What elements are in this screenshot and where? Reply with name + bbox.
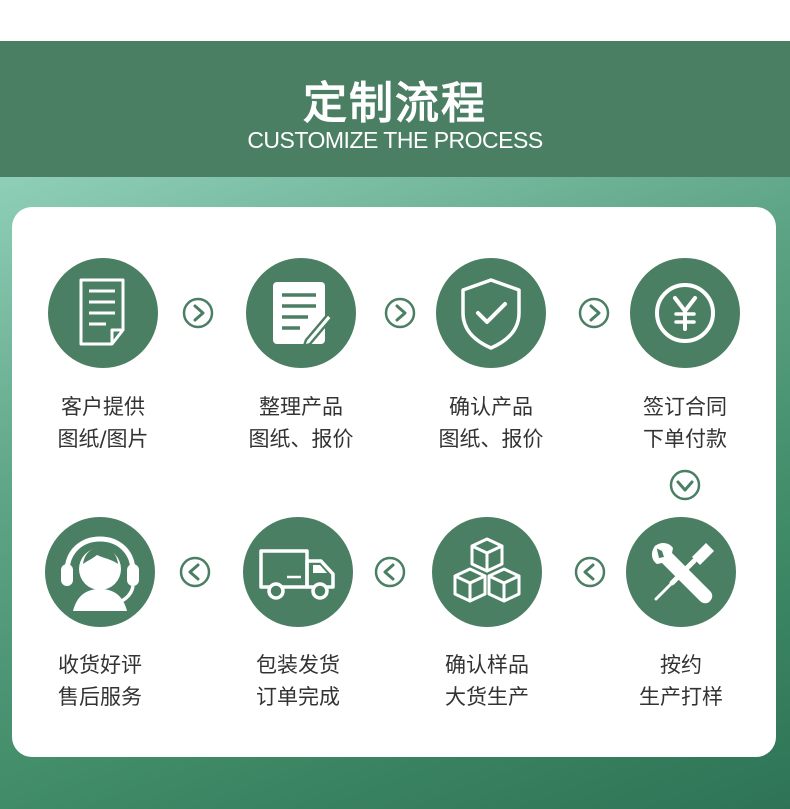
arrow-right-icon	[578, 297, 610, 329]
step-8-circle	[45, 517, 155, 627]
step-1-label: 客户提供 图纸/图片	[57, 395, 149, 451]
arrow-down-icon	[669, 469, 701, 501]
document-icon	[79, 278, 125, 346]
step-6-label: 确认样品 大货生产	[445, 653, 529, 709]
yen-coin-icon	[655, 283, 715, 343]
shield-check-icon	[461, 278, 521, 350]
step-2-label: 整理产品 图纸、报价	[248, 395, 354, 451]
arrow-left-icon	[574, 556, 606, 588]
headset-support-icon	[61, 536, 139, 611]
step-8-label: 收货好评 售后服务	[58, 653, 142, 709]
page-subtitle: CUSTOMIZE THE PROCESS	[247, 127, 543, 153]
step-1-circle	[48, 258, 158, 368]
step-4-circle	[630, 258, 740, 368]
step-5-circle	[626, 517, 736, 627]
step-7-label: 包装发货 订单完成	[256, 653, 340, 709]
arrow-right-icon	[384, 297, 416, 329]
step-7-circle	[243, 517, 353, 627]
step-3-label: 确认产品 图纸、报价	[438, 395, 544, 451]
arrow-left-icon	[179, 556, 211, 588]
header-banner: 定制流程 CUSTOMIZE THE PROCESS	[0, 41, 790, 177]
document-edit-icon	[273, 282, 334, 348]
step-2-circle	[246, 258, 356, 368]
boxes-icon	[453, 537, 521, 603]
step-3-circle	[436, 258, 546, 368]
process-card: 客户提供 图纸/图片 整理产品 图纸、报价 确认产品 图纸、报价	[12, 207, 776, 757]
arrow-left-icon	[374, 556, 406, 588]
step-4-label: 签订合同 下单付款	[643, 395, 727, 451]
tools-icon	[651, 542, 714, 604]
truck-icon	[259, 549, 335, 600]
step-5-label: 按约 生产打样	[639, 653, 723, 709]
page-title: 定制流程	[303, 78, 487, 129]
step-6-circle	[432, 517, 542, 627]
arrow-right-icon	[182, 297, 214, 329]
